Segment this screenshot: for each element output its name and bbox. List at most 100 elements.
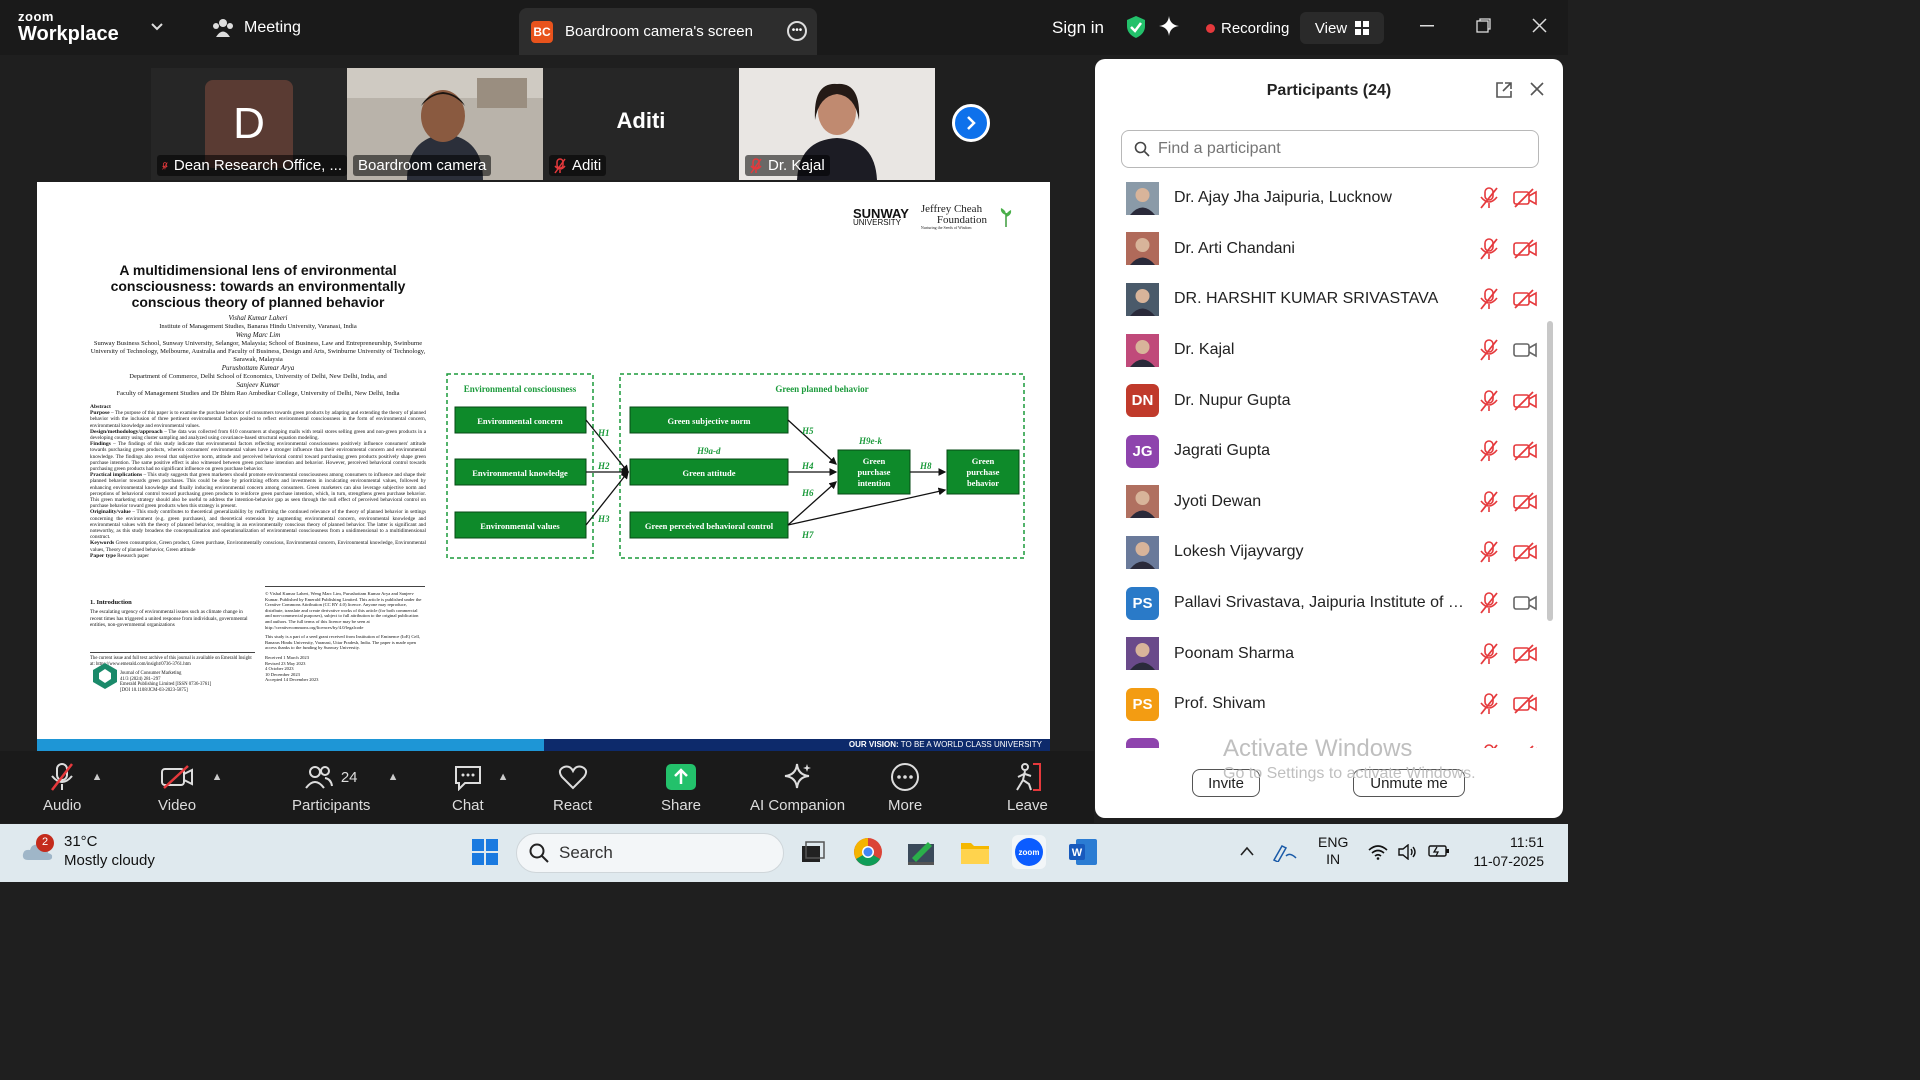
video-off-icon[interactable] — [1513, 492, 1537, 512]
weather-widget[interactable]: 2 31°C Mostly cloudy — [22, 832, 155, 870]
system-clock[interactable]: 11:51 11-07-2025 — [1466, 833, 1544, 871]
participant-status-icons — [1479, 541, 1537, 564]
participant-row[interactable]: Lokesh Vijayvargy — [1095, 527, 1547, 578]
panel-scrollbar[interactable] — [1547, 321, 1553, 621]
video-off-icon[interactable] — [1513, 239, 1537, 259]
mic-off-icon[interactable] — [1479, 541, 1499, 564]
language-indicator[interactable]: ENG IN — [1318, 834, 1348, 868]
view-button[interactable]: View — [1300, 12, 1384, 44]
meeting-menu[interactable]: Meeting — [212, 18, 301, 38]
author-4: Sanjeev Kumar — [236, 381, 280, 389]
emerald-logo-icon — [93, 663, 117, 689]
mic-off-icon[interactable] — [1479, 592, 1499, 614]
journal-meta: Journal of Consumer Marketing 41/3 (2024… — [90, 671, 255, 693]
video-off-icon[interactable] — [1513, 694, 1537, 714]
mic-off-icon[interactable] — [1479, 238, 1499, 260]
close-panel-icon[interactable] — [1529, 81, 1545, 97]
participant-row[interactable]: Dr. Kajal — [1095, 325, 1547, 376]
participant-row[interactable]: Dr. Arti Chandani — [1095, 224, 1547, 275]
more-options-icon[interactable]: ••• — [787, 21, 807, 41]
shield-check-icon[interactable] — [1126, 15, 1146, 39]
author-block: Vishal Kumar Laheri Institute of Managem… — [90, 314, 426, 398]
shared-screen: SUNWAY UNIVERSITY Jeffrey Cheah Foundati… — [37, 182, 1050, 751]
search-input[interactable] — [1158, 140, 1518, 158]
video-tile-dean[interactable]: D Dean Research Office, ... — [151, 68, 347, 180]
video-off-icon[interactable] — [1513, 391, 1537, 411]
video-tile-kajal[interactable]: Dr. Kajal — [739, 68, 935, 180]
zoom-icon-text: zoom — [1019, 848, 1040, 857]
sign-in-link[interactable]: Sign in — [1052, 18, 1104, 37]
caret-up-icon: ▲ — [91, 771, 103, 783]
participant-search[interactable] — [1121, 130, 1539, 168]
sparkle-icon[interactable] — [1158, 15, 1180, 37]
more-button[interactable]: More — [888, 763, 922, 814]
video-off-icon[interactable] — [1513, 289, 1537, 310]
ai-companion-button[interactable]: AI Companion — [750, 763, 845, 814]
pen-icon[interactable] — [1272, 842, 1298, 862]
toolbar-label: Leave — [1007, 797, 1048, 814]
chrome-app[interactable] — [851, 835, 885, 869]
mic-off-icon[interactable] — [1479, 744, 1499, 748]
leave-button[interactable]: Leave — [1007, 763, 1048, 814]
start-button[interactable] — [468, 835, 502, 869]
participant-status-icons — [1479, 389, 1537, 412]
sparkle-icon — [784, 763, 811, 789]
mic-off-icon[interactable] — [1479, 642, 1499, 665]
participants-button[interactable]: 24 Participants — [292, 763, 370, 814]
video-off-icon[interactable] — [1513, 745, 1537, 748]
participant-row[interactable]: RDR... .. — [1095, 730, 1547, 748]
pop-out-icon[interactable] — [1495, 81, 1513, 99]
video-off-icon[interactable] — [1513, 188, 1537, 208]
share-tab[interactable]: BC Boardroom camera's screen ••• — [519, 8, 817, 55]
participant-row[interactable]: DR. HARSHIT KUMAR SRIVASTAVA — [1095, 274, 1547, 325]
participant-row[interactable]: Dr. Ajay Jha Jaipuria, Lucknow — [1095, 173, 1547, 224]
mic-off-icon[interactable] — [1479, 440, 1499, 462]
volume-icon[interactable] — [1398, 844, 1418, 860]
word-app[interactable]: W — [1066, 835, 1100, 869]
invite-button[interactable]: Invite — [1192, 769, 1260, 797]
participant-avatar — [1126, 333, 1159, 367]
zoom-app[interactable]: zoom — [1012, 835, 1046, 869]
recording-indicator[interactable]: Recording — [1200, 12, 1295, 44]
keywords-text: Green consumption, Green product, Green … — [90, 540, 426, 553]
video-off-icon[interactable] — [1513, 441, 1537, 461]
taskbar-search[interactable]: Search — [516, 833, 784, 873]
wifi-icon[interactable] — [1368, 844, 1388, 860]
battery-icon[interactable] — [1428, 844, 1450, 858]
participant-row[interactable]: Poonam Sharma — [1095, 628, 1547, 679]
participant-row[interactable]: Jyoti Dewan — [1095, 477, 1547, 528]
video-on-icon[interactable] — [1513, 593, 1537, 613]
video-button[interactable]: Video — [158, 763, 196, 814]
video-off-icon[interactable] — [1513, 542, 1537, 563]
task-view-button[interactable] — [796, 835, 830, 869]
video-tile-aditi[interactable]: Aditi Aditi — [543, 68, 739, 180]
share-button[interactable]: Share — [661, 763, 701, 814]
chevron-down-icon[interactable] — [150, 20, 164, 34]
next-page-button[interactable] — [952, 104, 990, 142]
mic-off-icon[interactable] — [1479, 187, 1499, 209]
video-on-icon[interactable] — [1513, 340, 1537, 360]
video-off-icon[interactable] — [1513, 644, 1537, 664]
node-label: purchase — [967, 467, 1000, 477]
react-button[interactable]: React — [553, 763, 592, 814]
editor-app[interactable] — [904, 835, 938, 869]
license-block: © Vishal Kumar Laheri, Weng Marc Lim, Pu… — [265, 586, 425, 683]
mic-off-icon[interactable] — [1479, 339, 1499, 361]
minimize-icon[interactable] — [1420, 25, 1434, 27]
audio-button[interactable]: Audio — [43, 763, 81, 814]
mic-off-icon[interactable] — [1479, 491, 1499, 513]
chevron-up-icon[interactable] — [1240, 846, 1254, 856]
file-explorer-app[interactable] — [958, 835, 992, 869]
chat-button[interactable]: Chat — [452, 763, 484, 814]
unmute-me-button[interactable]: Unmute me — [1353, 769, 1465, 797]
video-tile-boardroom[interactable]: Boardroom camera — [347, 68, 543, 180]
restore-icon[interactable] — [1476, 18, 1491, 33]
mic-off-icon[interactable] — [1479, 288, 1499, 311]
close-icon[interactable] — [1532, 18, 1547, 33]
mic-off-icon[interactable] — [1479, 693, 1499, 715]
mic-off-icon[interactable] — [1479, 389, 1499, 412]
